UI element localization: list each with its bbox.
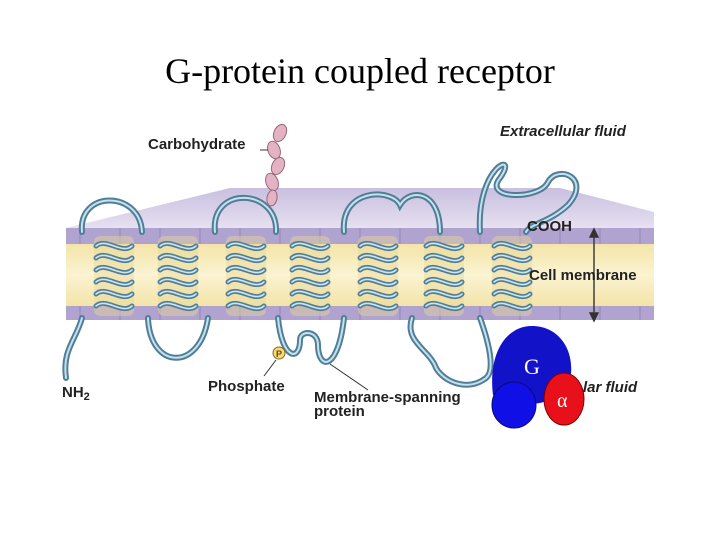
- helix-coil: [359, 290, 397, 298]
- g-protein-alpha-label: α: [557, 390, 568, 412]
- helix-coil: [493, 254, 531, 262]
- label-nh2-subscript: 2: [83, 391, 90, 403]
- g-protein-beta-subunit: [491, 381, 537, 429]
- phosphate-marker: [272, 346, 286, 360]
- helix-coil: [159, 302, 197, 310]
- helix-coil: [227, 302, 265, 310]
- helix-coil: [359, 254, 397, 262]
- lower-head-ticks: [79, 306, 641, 320]
- g-protein-complex: [491, 326, 585, 429]
- helix-coil: [425, 278, 463, 286]
- leader-lines: [260, 149, 369, 391]
- helix-coil: [493, 278, 531, 286]
- helix-coil: [227, 242, 265, 250]
- slide-title: G-protein coupled receptor: [165, 51, 555, 91]
- helix-coil: [227, 278, 265, 286]
- helix-coil: [425, 242, 463, 250]
- label-membrane-spanning-line2: protein: [314, 403, 365, 420]
- helix-coil: [159, 254, 197, 262]
- label-extracellular-fluid: Extracellular fluid: [500, 123, 626, 140]
- helix-coil: [425, 266, 463, 274]
- helix-coil: [95, 302, 133, 310]
- label-cooh: COOH: [527, 218, 572, 235]
- helix-coil: [95, 266, 133, 274]
- label-phosphate: Phosphate: [208, 378, 285, 395]
- helix-coil: [493, 302, 531, 310]
- helix-coil: [425, 290, 463, 298]
- helix-coil: [493, 266, 531, 274]
- helix-coil: [291, 254, 329, 262]
- helix-coil: [227, 290, 265, 298]
- helix-coil: [95, 254, 133, 262]
- helix-coil: [493, 290, 531, 298]
- helix-coil: [159, 290, 197, 298]
- label-carbohydrate: Carbohydrate: [148, 136, 246, 153]
- phosphate-marker-label: P: [276, 349, 282, 359]
- g-protein-alpha-subunit: [543, 372, 585, 426]
- label-nh2-text: NH: [62, 384, 84, 401]
- helix-coil: [95, 290, 133, 298]
- helix-coil: [359, 302, 397, 310]
- helix-coil: [291, 290, 329, 298]
- helix-coil: [291, 302, 329, 310]
- helix-coil: [227, 266, 265, 274]
- label-membrane-spanning-line1: Membrane-spanning: [314, 389, 461, 406]
- label-nh2: NH2: [62, 384, 90, 406]
- helix-coil: [291, 278, 329, 286]
- helix-coil: [95, 242, 133, 250]
- g-protein-g-label: G: [524, 354, 540, 379]
- membrane-thickness-arrow: [588, 227, 600, 323]
- helix-coil: [359, 266, 397, 274]
- helix-coil: [493, 242, 531, 250]
- helix-coil: [425, 254, 463, 262]
- helix-coil: [159, 242, 197, 250]
- transmembrane-helices: [93, 236, 533, 316]
- helix-coil: [359, 242, 397, 250]
- label-cell-membrane: Cell membrane: [529, 267, 637, 284]
- carbohydrate-chain: [265, 123, 288, 207]
- helix-coil: [159, 278, 197, 286]
- helix-coil: [95, 278, 133, 286]
- helix-coil: [291, 266, 329, 274]
- helix-coil: [159, 266, 197, 274]
- helix-coil: [291, 242, 329, 250]
- helix-coil: [227, 254, 265, 262]
- label-intracellular-fluid-partial: lar fluid: [583, 379, 638, 396]
- helix-coil: [425, 302, 463, 310]
- helix-coil: [359, 278, 397, 286]
